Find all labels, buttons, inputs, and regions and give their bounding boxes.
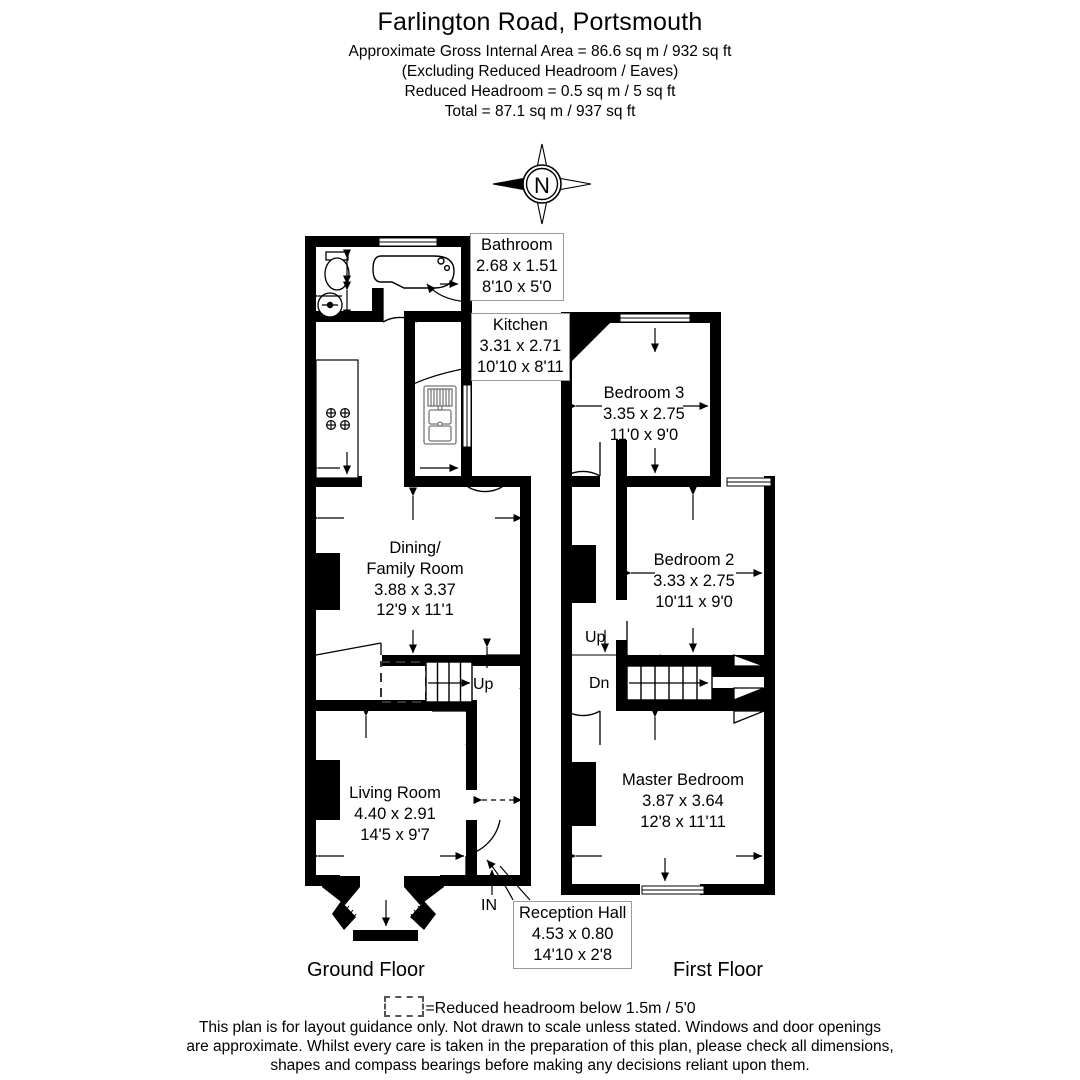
reduced-headroom-text: Reduced Headroom = 0.5 sq m / 5 sq ft: [404, 83, 676, 100]
compass-rose-icon: N: [492, 143, 592, 225]
master-imperial: 12'8 x 11'11: [640, 812, 726, 831]
reduced-headroom-swatch: [384, 996, 425, 1017]
bedroom3-name: Bedroom 3: [603, 384, 685, 402]
bedroom2-name: Bedroom 2: [653, 551, 735, 569]
disclaimer-line2: are approximate. Whilst every care is ta…: [186, 1038, 894, 1055]
room-label-bedroom3: Bedroom 3 3.35 x 2.75 11'0 x 9'0: [570, 383, 718, 445]
disclaimer-line1: This plan is for layout guidance only. N…: [198, 1019, 882, 1036]
living-metric: 4.40 x 2.91: [354, 804, 436, 823]
dining-imperial: 12'9 x 11'1: [376, 601, 454, 620]
bedroom3-imperial: 11'0 x 9'0: [609, 425, 679, 444]
excluding-headroom-text: (Excluding Reduced Headroom / Eaves): [401, 63, 679, 80]
gross-internal-area-text: Approximate Gross Internal Area = 86.6 s…: [348, 43, 732, 60]
disclaimer-line3: shapes and compass bearings before makin…: [270, 1057, 810, 1074]
callout-kitchen-metric: 3.31 x 2.71: [479, 336, 562, 355]
living-imperial: 14'5 x 9'7: [360, 825, 430, 844]
callout-reception-metric: 4.53 x 0.80: [531, 924, 614, 943]
stairs-down-label-first: Dn: [589, 675, 610, 692]
stairs-up-label-first: Up: [585, 629, 606, 646]
callout-reception-hall: Reception Hall 4.53 x 0.80 14'10 x 2'8: [513, 901, 633, 970]
room-label-dining: Dining/ Family Room 3.88 x 3.37 12'9 x 1…: [340, 538, 490, 621]
entrance-label: IN: [481, 897, 497, 914]
dining-name-line2: Family Room: [366, 559, 464, 578]
callout-bathroom-name: Bathroom: [481, 236, 553, 254]
callout-kitchen: Kitchen 3.31 x 2.71 10'10 x 8'11: [471, 313, 570, 382]
master-name: Master Bedroom: [622, 771, 744, 789]
ground-floor-caption: Ground Floor: [307, 959, 425, 981]
total-area-text: Total = 87.1 sq m / 937 sq ft: [444, 103, 636, 120]
dining-metric: 3.88 x 3.37: [374, 580, 456, 599]
room-label-master-bedroom: Master Bedroom 3.87 x 3.64 12'8 x 11'11: [595, 770, 771, 832]
callout-kitchen-imperial: 10'10 x 8'11: [477, 357, 564, 376]
room-label-living: Living Room 4.40 x 2.91 14'5 x 9'7: [320, 783, 470, 845]
room-label-bedroom2: Bedroom 2 3.33 x 2.75 10'11 x 9'0: [620, 550, 768, 612]
legend-row: =Reduced headroom below 1.5m / 5'0: [0, 996, 1080, 1018]
living-name: Living Room: [349, 784, 441, 802]
callout-reception-name: Reception Hall: [519, 904, 627, 922]
callout-reception-imperial: 14'10 x 2'8: [533, 945, 613, 964]
bedroom3-metric: 3.35 x 2.75: [603, 404, 685, 423]
bedroom2-metric: 3.33 x 2.75: [653, 571, 735, 590]
callout-bathroom-metric: 2.68 x 1.51: [476, 256, 558, 275]
bedroom2-imperial: 10'11 x 9'0: [655, 592, 733, 611]
callout-kitchen-name: Kitchen: [492, 316, 548, 334]
callout-bathroom-imperial: 8'10 x 5'0: [482, 277, 552, 296]
page-title: Farlington Road, Portsmouth: [377, 8, 703, 36]
svg-text:N: N: [534, 173, 550, 198]
master-metric: 3.87 x 3.64: [642, 791, 724, 810]
stairs-up-label-ground: Up: [473, 676, 494, 693]
dining-name-line1: Dining/: [389, 539, 441, 557]
legend-text: =Reduced headroom below 1.5m / 5'0: [425, 1000, 696, 1017]
callout-bathroom: Bathroom 2.68 x 1.51 8'10 x 5'0: [470, 233, 564, 302]
first-floor-caption: First Floor: [673, 959, 763, 981]
